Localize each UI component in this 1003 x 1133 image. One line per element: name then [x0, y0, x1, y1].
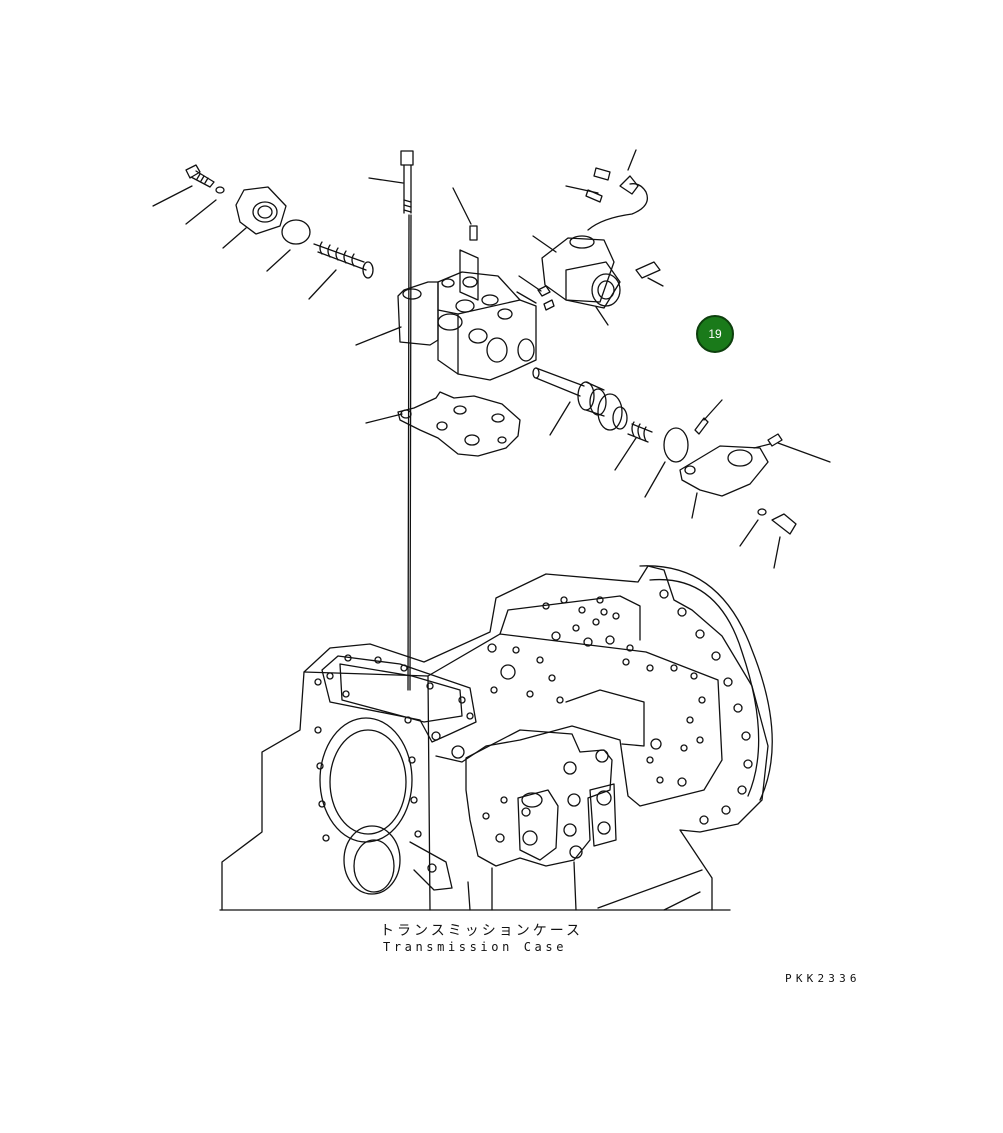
case-holes	[314, 589, 753, 873]
solenoid	[537, 167, 661, 311]
gasket	[397, 391, 521, 457]
right-small-parts	[627, 417, 709, 463]
valve-body	[397, 225, 537, 381]
leader-lines	[152, 149, 831, 691]
spool	[532, 367, 628, 431]
left-parts-group	[185, 164, 374, 279]
right-cover	[679, 433, 797, 535]
long-bolt	[400, 150, 414, 214]
case-label-japanese: トランスミッションケース	[380, 923, 584, 939]
drawing-code: PKK2336	[785, 972, 861, 985]
callout-badge[interactable]: 19	[696, 315, 734, 353]
transmission-case	[219, 565, 773, 911]
callout-badge-number: 19	[708, 327, 722, 341]
case-label-english: Transmission Case	[383, 940, 568, 954]
